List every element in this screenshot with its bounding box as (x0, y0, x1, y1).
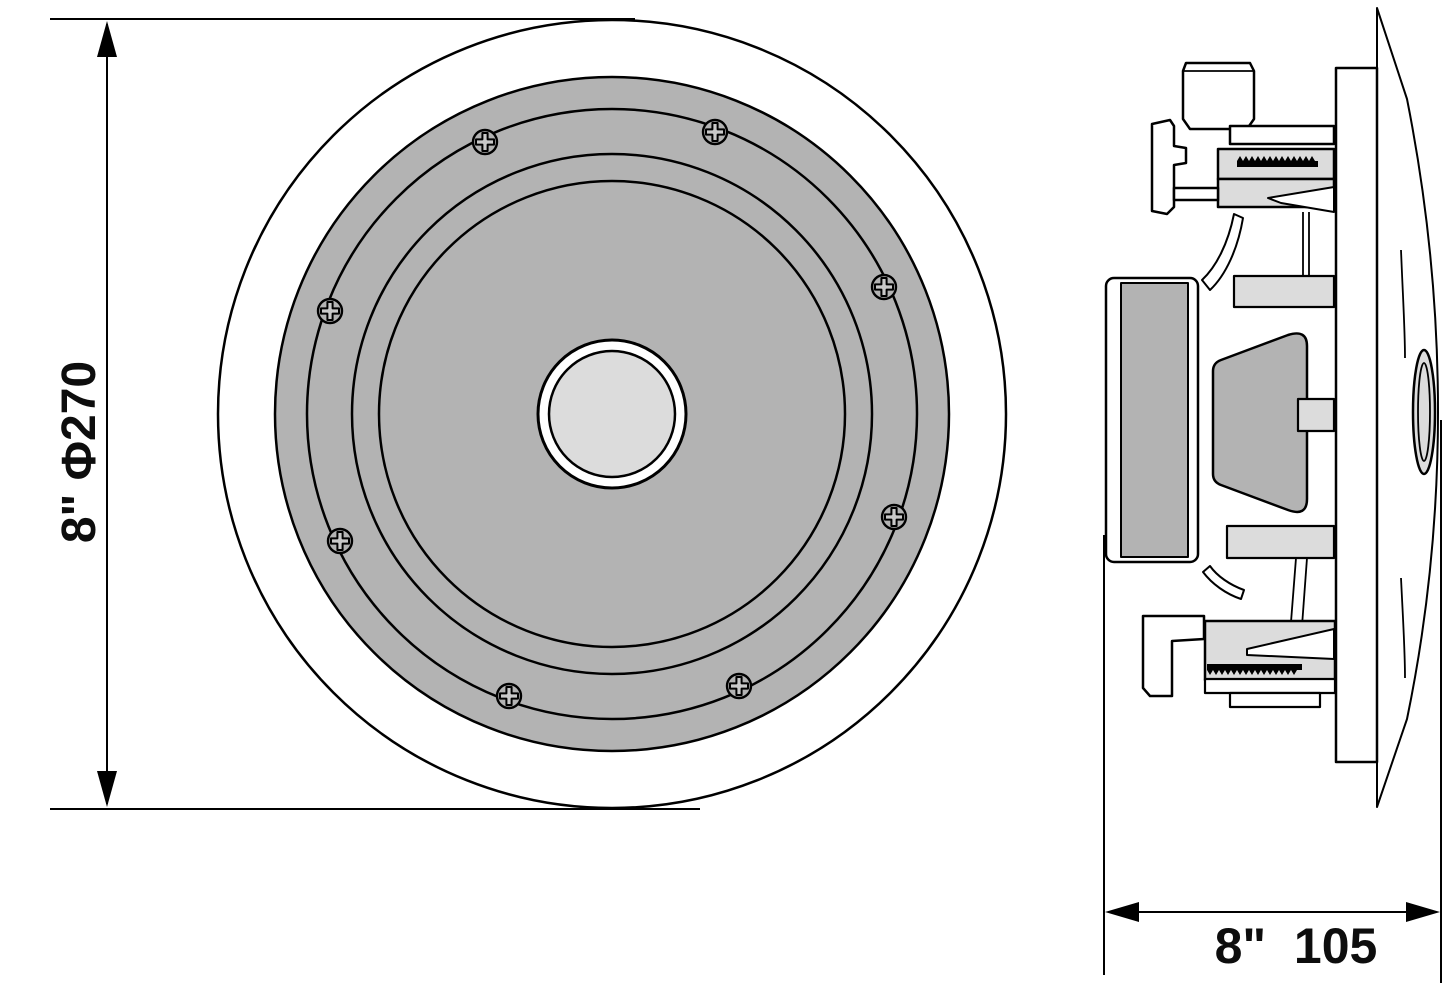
depth-dimension-label: 8" 105 (1215, 918, 1378, 974)
screw-icon (316, 297, 344, 325)
screw-icon (471, 128, 499, 156)
screw-icon (701, 118, 729, 146)
clamp-thread-icon (1237, 156, 1318, 167)
dust-cap-dome-inner (1417, 362, 1431, 462)
depth-dimension: 8" 105 (1103, 420, 1442, 983)
screw-icon (326, 527, 354, 555)
cone-cross-section (1211, 332, 1309, 514)
clamp-dog (1181, 61, 1256, 131)
side-view (1104, 7, 1439, 808)
clamp-top (1150, 61, 1336, 291)
baffle-board (1334, 66, 1379, 764)
clamp-rod (1172, 186, 1220, 202)
arrowhead-right-icon (1406, 902, 1440, 922)
frame-arm-top (1201, 213, 1244, 291)
arrowhead-down-icon (97, 771, 117, 807)
arrowhead-left-icon (1105, 902, 1139, 922)
frame-connector (1296, 397, 1336, 433)
frame-bar-bottom (1225, 524, 1336, 560)
dust-cap-dome (1411, 348, 1437, 476)
arrowhead-up-icon (97, 21, 117, 57)
dust-cap (547, 349, 677, 479)
magnet (1120, 282, 1189, 558)
clamp-base (1203, 677, 1337, 695)
diameter-dimension: 8" Φ270 (50, 18, 700, 810)
clamp-wedge (1267, 186, 1335, 213)
front-view (216, 18, 1008, 810)
clamp-bottom (1141, 565, 1337, 709)
screw-icon (870, 273, 898, 301)
surround-inner-circle (350, 152, 874, 676)
frame-strut (1290, 557, 1297, 623)
clamp-bracket (1150, 118, 1188, 216)
frame-strut (1301, 557, 1308, 627)
surround-outer-circle (305, 107, 919, 721)
bezel-inner-contour (1400, 577, 1406, 679)
clamp-wedge (1246, 628, 1335, 660)
screw-icon (880, 503, 908, 531)
clamp-bracket (1141, 614, 1206, 698)
bezel-inner-contour (1400, 249, 1406, 359)
bezel-profile (1376, 7, 1439, 808)
frame-arm-bottom (1202, 565, 1245, 600)
clamp-rail (1228, 124, 1336, 146)
frame-bar-top (1232, 274, 1336, 309)
screw-icon (495, 682, 523, 710)
cone-edge-circle (377, 179, 847, 649)
diameter-dimension-label: 8" Φ270 (53, 361, 106, 543)
screw-icon (725, 672, 753, 700)
clamp-base-step (1228, 691, 1322, 709)
clamp-thread-icon (1207, 664, 1302, 675)
